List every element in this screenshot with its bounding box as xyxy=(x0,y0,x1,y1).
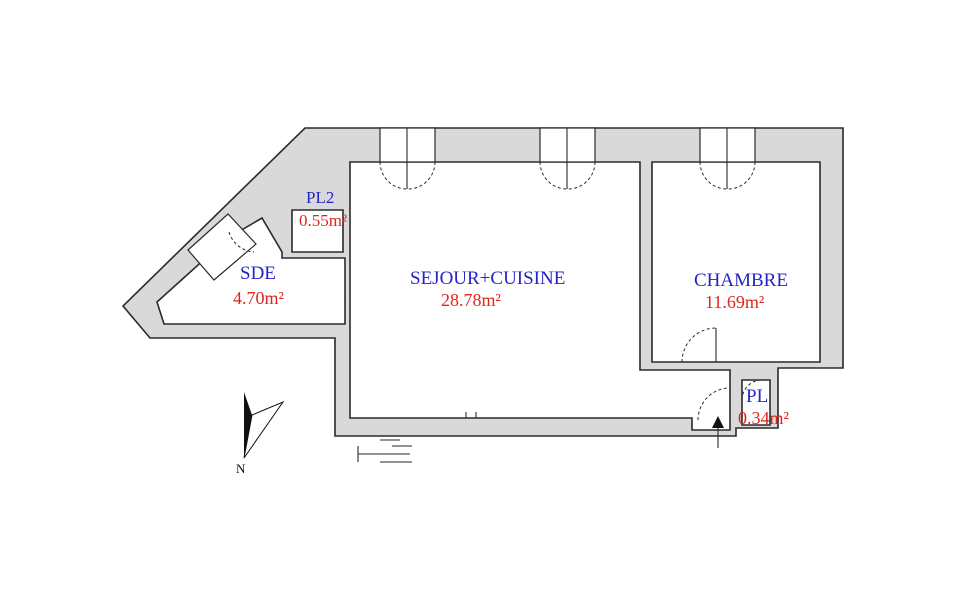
window-sde xyxy=(187,213,257,281)
room-name-sejour: SEJOUR+CUISINE xyxy=(410,268,565,289)
room-name-pl2: PL2 xyxy=(306,188,334,207)
room-area-sde: 4.70m² xyxy=(233,288,284,308)
room-area-sejour: 28.78m² xyxy=(441,290,501,310)
north-arrow-icon: N xyxy=(236,392,285,476)
room-name-chambre: CHAMBRE xyxy=(694,270,788,291)
outer-wall xyxy=(121,127,844,437)
room-name-sde: SDE xyxy=(240,263,276,284)
room-name-pl: PL xyxy=(746,386,768,407)
windows xyxy=(187,127,756,281)
room-area-pl: 0.34m² xyxy=(738,408,789,428)
swings xyxy=(228,161,763,421)
stair-marker xyxy=(357,439,412,463)
room-labels: SDE 4.70m² PL2 0.55m² SEJOUR+CUISINE 28.… xyxy=(233,188,789,428)
entrance-arrow-icon xyxy=(712,416,724,448)
room-area-chambre: 11.69m² xyxy=(705,292,764,312)
room-area-pl2: 0.55m² xyxy=(299,211,347,230)
compass-label: N xyxy=(236,461,246,476)
walls xyxy=(121,127,844,437)
